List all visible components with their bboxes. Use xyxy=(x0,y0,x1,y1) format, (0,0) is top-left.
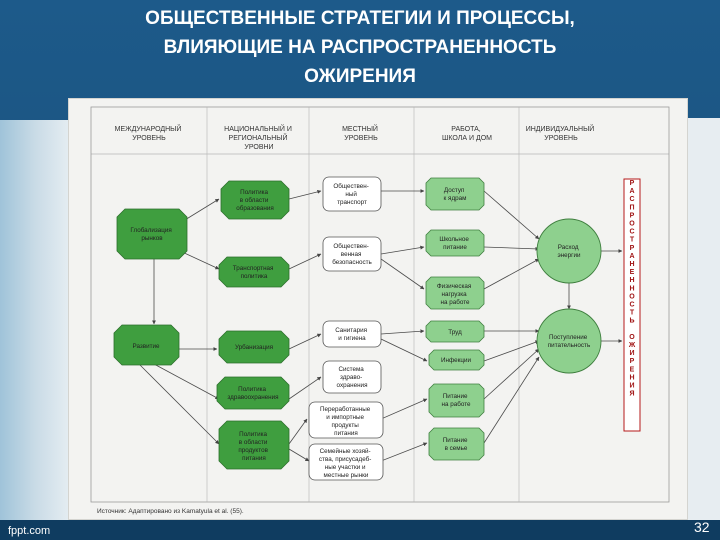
node-energy-expenditure-label: Расход энергии xyxy=(557,244,581,259)
level-header-national: НАЦИОНАЛЬНЫЙ И РЕГИОНАЛЬНЫЙ УРОВНИ xyxy=(224,124,294,151)
node-physical-activity-work-label: Физическая нагрузка на работе xyxy=(437,283,473,306)
outcome-letter: Н xyxy=(629,285,634,292)
node-school-meals xyxy=(425,229,485,257)
source-note: Источник: Адаптировано из Kamatyula et a… xyxy=(97,508,244,515)
node-labor-label: Труд xyxy=(448,329,462,336)
node-food-policy xyxy=(218,420,290,470)
node-public-safety xyxy=(322,236,382,272)
node-globalization xyxy=(116,208,188,260)
node-public-transport xyxy=(322,176,382,212)
outcome-letter: О xyxy=(629,334,635,341)
outcome-letter: Т xyxy=(630,237,635,244)
outcome-letter: О xyxy=(629,293,635,300)
node-transport-policy xyxy=(218,256,290,288)
node-processed-foods-label: Переработанные и импортные продукты пита… xyxy=(320,405,372,437)
outcome-letter: Я xyxy=(629,391,634,398)
node-energy-intake-label: Поступление питательность xyxy=(548,334,591,349)
connector-arrows xyxy=(138,189,623,462)
node-infections xyxy=(428,349,485,371)
outcome-letter: Р xyxy=(630,245,635,252)
node-education-policy xyxy=(220,180,290,220)
title-line: ОЖИРЕНИЯ xyxy=(304,66,416,87)
node-health-policy xyxy=(216,376,290,410)
outcome-letter: Е xyxy=(630,269,635,276)
obesity-diagram-figure: МЕЖДУНАРОДНЫЙ УРОВЕНЬ НАЦИОНАЛЬНЫЙ И РЕГ… xyxy=(68,98,688,520)
node-family-meals xyxy=(428,427,485,461)
slide-title: ОБЩЕСТВЕННЫЕ СТРАТЕГИИ И ПРОЦЕССЫ, ВЛИЯЮ… xyxy=(60,4,660,91)
title-line: ОБЩЕСТВЕННЫЕ СТРАТЕГИИ И ПРОЦЕССЫ, xyxy=(145,8,575,29)
node-food-policy-label: Политика в области продуктов питания xyxy=(238,431,269,462)
outcome-letter: Н xyxy=(629,374,634,381)
footer-brand: fppt.com xyxy=(8,525,51,537)
outcome-letter: С xyxy=(629,229,634,236)
level-header-local: МЕСТНЫЙ УРОВЕНЬ xyxy=(342,124,380,142)
node-access-to-food-label: Доступ к ядрам xyxy=(444,187,467,202)
node-public-transport-label: Обществен- ный транспорт xyxy=(333,182,370,206)
node-energy-expenditure xyxy=(536,218,602,284)
footer-bar xyxy=(0,520,720,540)
outcome-letter: А xyxy=(629,253,634,260)
node-physical-activity-work xyxy=(425,276,485,310)
node-urbanization xyxy=(218,330,290,364)
node-health-policy-label: Политика здравоохранения xyxy=(227,386,278,401)
node-development-label: Развитие xyxy=(132,343,160,350)
page-number: 32 xyxy=(694,519,710,535)
node-work-meals xyxy=(428,383,485,418)
node-access-to-food xyxy=(425,177,485,211)
outcome-letter: Ь xyxy=(629,318,634,325)
outcome-letter: С xyxy=(629,196,634,203)
outcome-letter: Н xyxy=(629,277,634,284)
node-sanitation xyxy=(322,320,382,348)
node-education-policy-label: Политика в области образования xyxy=(236,189,274,212)
node-family-farms-label: Семейные хозяй- ства, присусадеб- ные уч… xyxy=(319,447,373,479)
diagram-canvas: МЕЖДУНАРОДНЫЙ УРОВЕНЬ НАЦИОНАЛЬНЫЙ И РЕГ… xyxy=(90,106,670,515)
outcome-letter: Р xyxy=(630,358,635,365)
background-text-strip xyxy=(688,118,720,520)
node-processed-foods xyxy=(308,401,384,439)
node-school-meals-label: Школьное питание xyxy=(439,236,470,251)
level-header-work: РАБОТА, ШКОЛА И ДОМ xyxy=(442,126,492,142)
outcome-letter: Н xyxy=(629,261,634,268)
outcome-letter: О xyxy=(629,221,635,228)
outcome-letter: И xyxy=(629,383,634,390)
level-header-individual: ИНДИВИДУАЛЬНЫЙ УРОВЕНЬ xyxy=(526,124,597,142)
diagram-frame xyxy=(90,106,670,503)
title-line: ВЛИЯЮЩИЕ НА РАСПРОСТРАНЕННОСТЬ xyxy=(163,37,557,58)
outcome-letter: Т xyxy=(630,310,635,317)
node-energy-intake xyxy=(536,308,602,374)
node-labor xyxy=(425,320,485,343)
doctor-photo xyxy=(0,120,70,520)
node-transport-policy-label: Транспортная политика xyxy=(233,265,275,280)
outcome-letter: С xyxy=(629,302,634,309)
node-public-safety-label: Обществен- венная безопасность xyxy=(332,242,372,266)
level-header-international: МЕЖДУНАРОДНЫЙ УРОВЕНЬ xyxy=(115,124,184,142)
outcome-obesity-prevalence xyxy=(623,178,641,432)
outcome-letter xyxy=(631,326,633,333)
node-health-system xyxy=(322,360,382,394)
outcome-letter: Е xyxy=(630,366,635,373)
node-development xyxy=(113,324,180,366)
outcome-letter: Р xyxy=(630,180,635,187)
node-globalization-label: Глобализация рынков xyxy=(130,226,173,242)
node-sanitation-label: Санитария и гигиена xyxy=(335,327,369,342)
node-urbanization-label: Урбанизация xyxy=(235,343,273,351)
outcome-letter: А xyxy=(629,188,634,195)
node-infections-label: Инфекции xyxy=(441,357,472,364)
outcome-letter: И xyxy=(629,350,634,357)
outcome-letter: П xyxy=(629,204,634,211)
node-work-meals-label: Питание на работе xyxy=(441,393,471,408)
node-family-farms xyxy=(308,443,384,481)
outcome-letter: Р xyxy=(630,212,635,219)
outcome-letter: Ж xyxy=(628,342,636,349)
node-health-system-label: Система здраво- охранения xyxy=(337,366,368,389)
node-family-meals-label: Питание в семье xyxy=(443,437,470,452)
